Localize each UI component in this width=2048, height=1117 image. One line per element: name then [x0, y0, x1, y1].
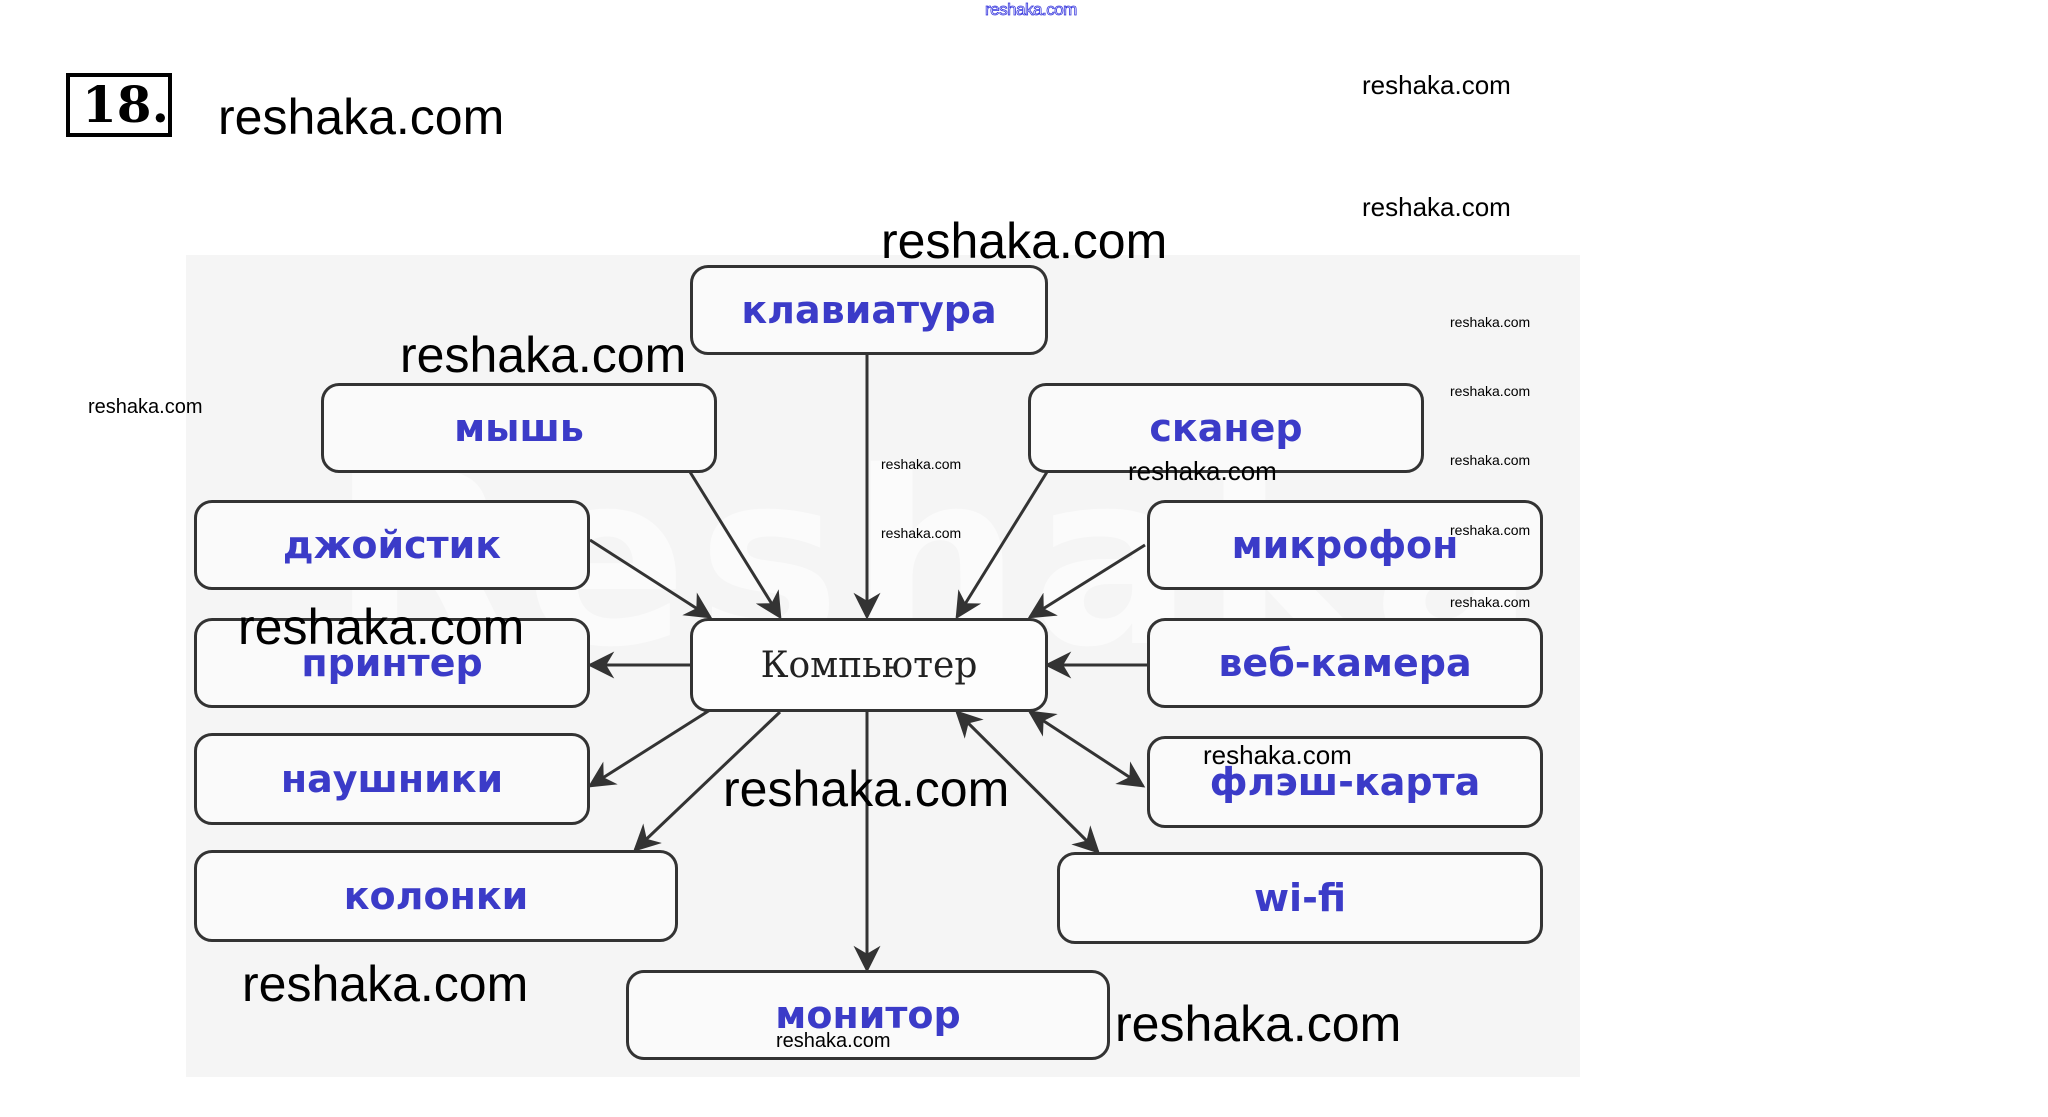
watermark-10: reshaka.com: [1203, 740, 1352, 770]
top-watermark: reshaka.com: [985, 0, 1078, 19]
watermark-15: reshaka.com: [1450, 452, 1531, 468]
watermark-3: reshaka.com: [238, 599, 525, 655]
watermark-header: reshaka.com: [218, 89, 505, 145]
watermark-9: reshaka.com: [1128, 456, 1277, 486]
node-flash-card: флэш-карта: [1147, 736, 1543, 828]
watermark-8: reshaka.com: [1362, 192, 1511, 222]
watermark-13: reshaka.com: [1450, 314, 1531, 330]
watermark-16: reshaka.com: [1450, 522, 1531, 538]
node-headphones: наушники: [194, 733, 590, 825]
watermark-18: reshaka.com: [881, 456, 962, 472]
task-number-box: 18.: [66, 73, 172, 137]
watermark-19: reshaka.com: [881, 525, 962, 541]
node-keyboard: клавиатура: [690, 265, 1048, 355]
watermark-6: reshaka.com: [1115, 996, 1402, 1052]
arrow-microphone: [1027, 543, 1146, 619]
node-speakers: колонки: [194, 850, 678, 942]
watermark-1: reshaka.com: [881, 213, 1168, 269]
node-joystick: джойстик: [194, 500, 590, 590]
arrow-mouse: [688, 471, 782, 620]
node-webcam: веб-камера: [1147, 618, 1543, 708]
arrow-headphones: [587, 708, 711, 788]
node-scanner: сканер: [1028, 383, 1424, 473]
arrow-scanner: [955, 471, 1049, 620]
watermark-12: reshaka.com: [776, 1030, 891, 1052]
node-wifi: wi-fi: [1057, 852, 1543, 944]
node-computer-center: Компьютер: [690, 618, 1048, 712]
watermark-4: reshaka.com: [723, 761, 1010, 817]
watermark-5: reshaka.com: [242, 956, 529, 1012]
node-printer: принтер: [194, 618, 590, 708]
arrow-wifi: [955, 710, 1100, 854]
watermark-7: reshaka.com: [1362, 70, 1511, 100]
node-mouse: мышь: [321, 383, 717, 473]
arrow-speakers: [633, 710, 782, 852]
watermark-14: reshaka.com: [1450, 383, 1531, 399]
watermark-2: reshaka.com: [400, 327, 687, 383]
arrow-joystick: [589, 538, 713, 619]
arrow-flash: [1027, 710, 1146, 788]
node-microphone: микрофон: [1147, 500, 1543, 590]
watermark-17: reshaka.com: [1450, 594, 1531, 610]
node-monitor: монитор: [626, 970, 1110, 1060]
watermark-11: reshaka.com: [88, 396, 203, 418]
